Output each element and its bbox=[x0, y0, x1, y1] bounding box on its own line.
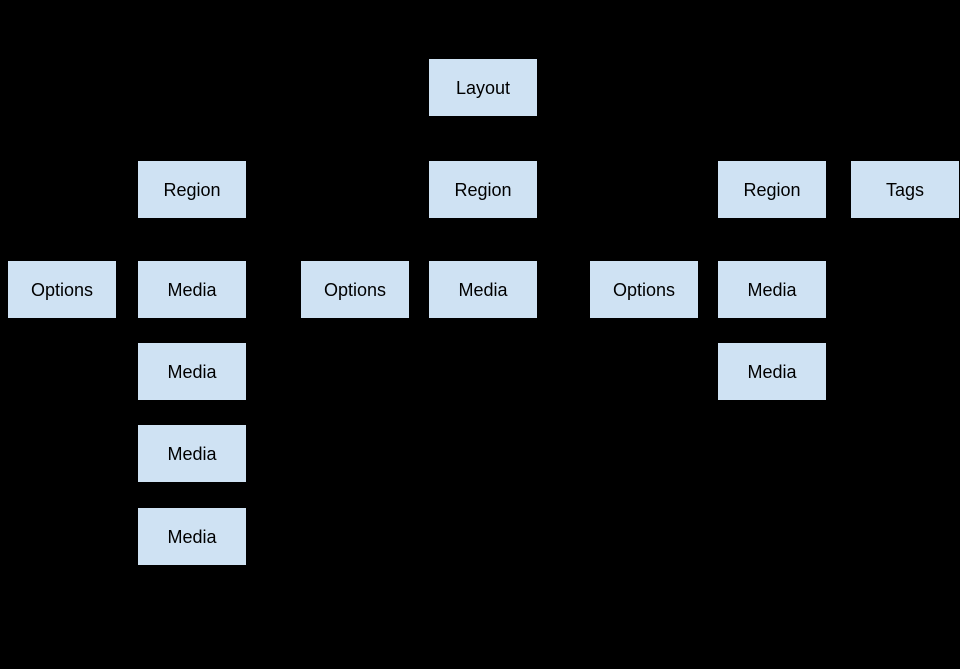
node-label: Media bbox=[167, 526, 217, 547]
node-label: Media bbox=[747, 361, 797, 382]
node-label: Options bbox=[30, 279, 94, 300]
node-label: Media bbox=[167, 443, 217, 464]
node-label: Options bbox=[612, 279, 676, 300]
node-media-1-2: Media bbox=[138, 343, 246, 400]
node-media-3-1: Media bbox=[718, 261, 826, 318]
node-label: Tags bbox=[885, 179, 925, 200]
node-label: Layout bbox=[455, 77, 511, 98]
node-options-1: Options bbox=[8, 261, 116, 318]
node-media-2-1: Media bbox=[429, 261, 537, 318]
node-media-1-3: Media bbox=[138, 425, 246, 482]
node-tags: Tags bbox=[851, 161, 959, 218]
node-label: Options bbox=[323, 279, 387, 300]
node-label: Region bbox=[454, 179, 512, 200]
node-region-2: Region bbox=[429, 161, 537, 218]
node-label: Region bbox=[163, 179, 221, 200]
node-label: Media bbox=[167, 279, 217, 300]
node-layout: Layout bbox=[429, 59, 537, 116]
node-label: Media bbox=[747, 279, 797, 300]
node-label: Region bbox=[743, 179, 801, 200]
node-options-2: Options bbox=[301, 261, 409, 318]
node-label: Media bbox=[458, 279, 508, 300]
node-region-1: Region bbox=[138, 161, 246, 218]
node-media-1-1: Media bbox=[138, 261, 246, 318]
node-label: Media bbox=[167, 361, 217, 382]
node-region-3: Region bbox=[718, 161, 826, 218]
node-options-3: Options bbox=[590, 261, 698, 318]
node-media-1-4: Media bbox=[138, 508, 246, 565]
node-media-3-2: Media bbox=[718, 343, 826, 400]
